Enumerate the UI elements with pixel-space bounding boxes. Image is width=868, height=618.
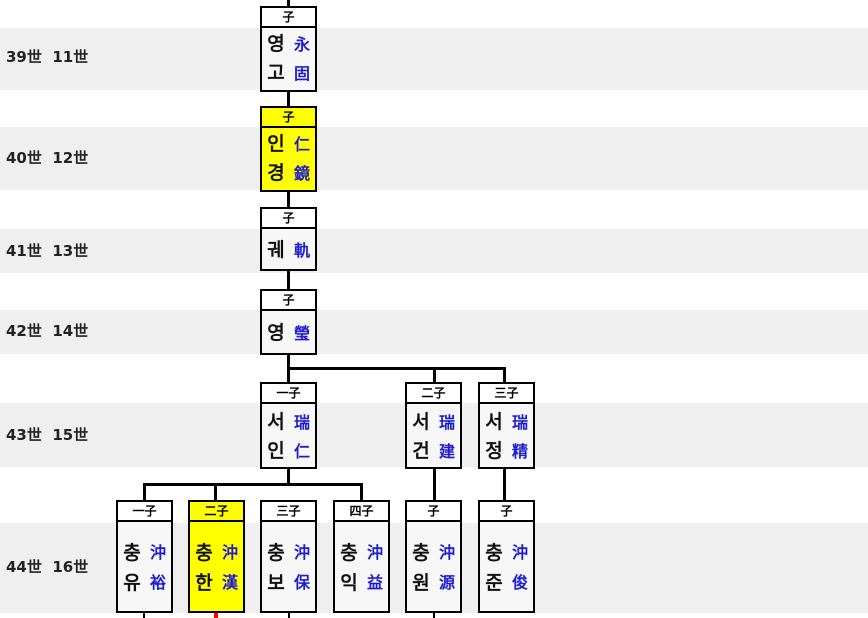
person-box-chungjun[interactable]: 子 충 준 沖 俊: [478, 500, 535, 613]
connector-44-sibling-bar: [143, 483, 362, 486]
generation-label-42: 42世 14世: [6, 322, 89, 340]
korean-name: 충 한: [195, 542, 213, 594]
connector-bottom-chungyu: [143, 612, 145, 618]
hanja-name: 瑞 仁: [293, 413, 310, 461]
korean-name: 충 원: [412, 542, 430, 594]
korean-name: 영 고: [267, 33, 285, 84]
person-box-chungyu[interactable]: 一子 충 유 沖 裕: [116, 500, 173, 613]
hanja-name: 沖 漢: [221, 543, 238, 592]
korean-name: 서 인: [267, 411, 285, 462]
order-label: 二子: [407, 384, 460, 404]
connector-to-chungik: [360, 483, 363, 500]
order-label: 一子: [262, 384, 315, 404]
generation-label-41: 41世 13世: [6, 242, 89, 260]
hanja-name: 仁 鏡: [293, 135, 310, 183]
person-box-chunghan[interactable]: 二子 충 한 沖 漢: [188, 500, 245, 613]
person-box-yeonggo[interactable]: 子 영 고 永 固: [260, 6, 317, 92]
connector-40-41: [287, 191, 290, 207]
hanja-name: 軌: [293, 241, 310, 260]
korean-name: 충 준: [485, 542, 503, 594]
generation-band-40: [0, 127, 868, 190]
hanja-name: 瑞 精: [511, 413, 528, 461]
generation-label-40: 40世 12世: [6, 149, 89, 167]
order-label: 三子: [480, 384, 533, 404]
hanja-name: 瑩: [293, 324, 310, 343]
generation-label-44: 44世 16世: [6, 558, 89, 576]
connector-43-sibling-bar: [287, 367, 506, 370]
korean-name: 충 유: [123, 542, 141, 594]
order-label: 子: [262, 8, 315, 28]
connector-39-40: [287, 92, 290, 106]
order-label: 一子: [118, 502, 171, 522]
hanja-name: 沖 源: [438, 543, 455, 592]
generation-band-39: [0, 28, 868, 90]
hanja-name: 永 固: [293, 35, 310, 83]
order-label: 二子: [190, 502, 243, 522]
connector-to-chungyu: [143, 483, 146, 500]
order-label: 子: [407, 502, 460, 522]
hanja-name: 沖 俊: [511, 543, 528, 592]
generation-band-41: [0, 229, 868, 273]
connector-41-42: [287, 270, 290, 289]
korean-name: 서 건: [412, 411, 430, 462]
order-label: 三子: [262, 502, 315, 522]
connector-bottom-chungbo: [288, 612, 290, 618]
generation-label-39: 39世 11世: [6, 48, 89, 66]
hanja-name: 沖 益: [366, 543, 383, 592]
person-box-seogeon[interactable]: 二子 서 건 瑞 建: [405, 382, 462, 469]
connector-to-seojeong: [503, 367, 506, 382]
generation-band-42: [0, 310, 868, 354]
order-label: 子: [480, 502, 533, 522]
order-label: 子: [262, 108, 315, 128]
person-box-seoin[interactable]: 一子 서 인 瑞 仁: [260, 382, 317, 469]
order-label: 子: [262, 291, 315, 311]
order-label: 子: [262, 209, 315, 229]
person-box-chungbo[interactable]: 三子 충 보 沖 保: [260, 500, 317, 613]
korean-name: 궤: [267, 239, 285, 261]
connector-seoin-down: [287, 468, 290, 485]
hanja-name: 沖 保: [293, 543, 310, 592]
korean-name: 충 보: [267, 542, 285, 594]
generation-label-43: 43世 15世: [6, 426, 89, 444]
person-box-chungwon[interactable]: 子 충 원 沖 源: [405, 500, 462, 613]
person-box-gwe[interactable]: 子 궤 軌: [260, 207, 317, 271]
korean-name: 서 정: [485, 411, 503, 462]
order-label: 四子: [335, 502, 388, 522]
connector-seojeong-down: [503, 468, 506, 500]
person-box-seojeong[interactable]: 三子 서 정 瑞 精: [478, 382, 535, 469]
person-box-ingyeong[interactable]: 子 인 경 仁 鏡: [260, 106, 317, 192]
korean-name: 충 익: [340, 542, 358, 594]
hanja-name: 沖 裕: [149, 543, 166, 592]
connector-bottom-chungwon: [433, 612, 435, 618]
connector-to-seogeon: [433, 367, 436, 382]
person-box-chungik[interactable]: 四子 충 익 沖 益: [333, 500, 390, 613]
connector-to-chunghan: [214, 483, 217, 500]
connector-top: [287, 0, 290, 6]
korean-name: 인 경: [267, 133, 285, 184]
connector-seogeon-down: [433, 468, 436, 500]
korean-name: 영: [267, 322, 285, 344]
person-box-yeong[interactable]: 子 영 瑩: [260, 289, 317, 355]
hanja-name: 瑞 建: [438, 413, 455, 461]
lineage-marker: [214, 612, 218, 618]
